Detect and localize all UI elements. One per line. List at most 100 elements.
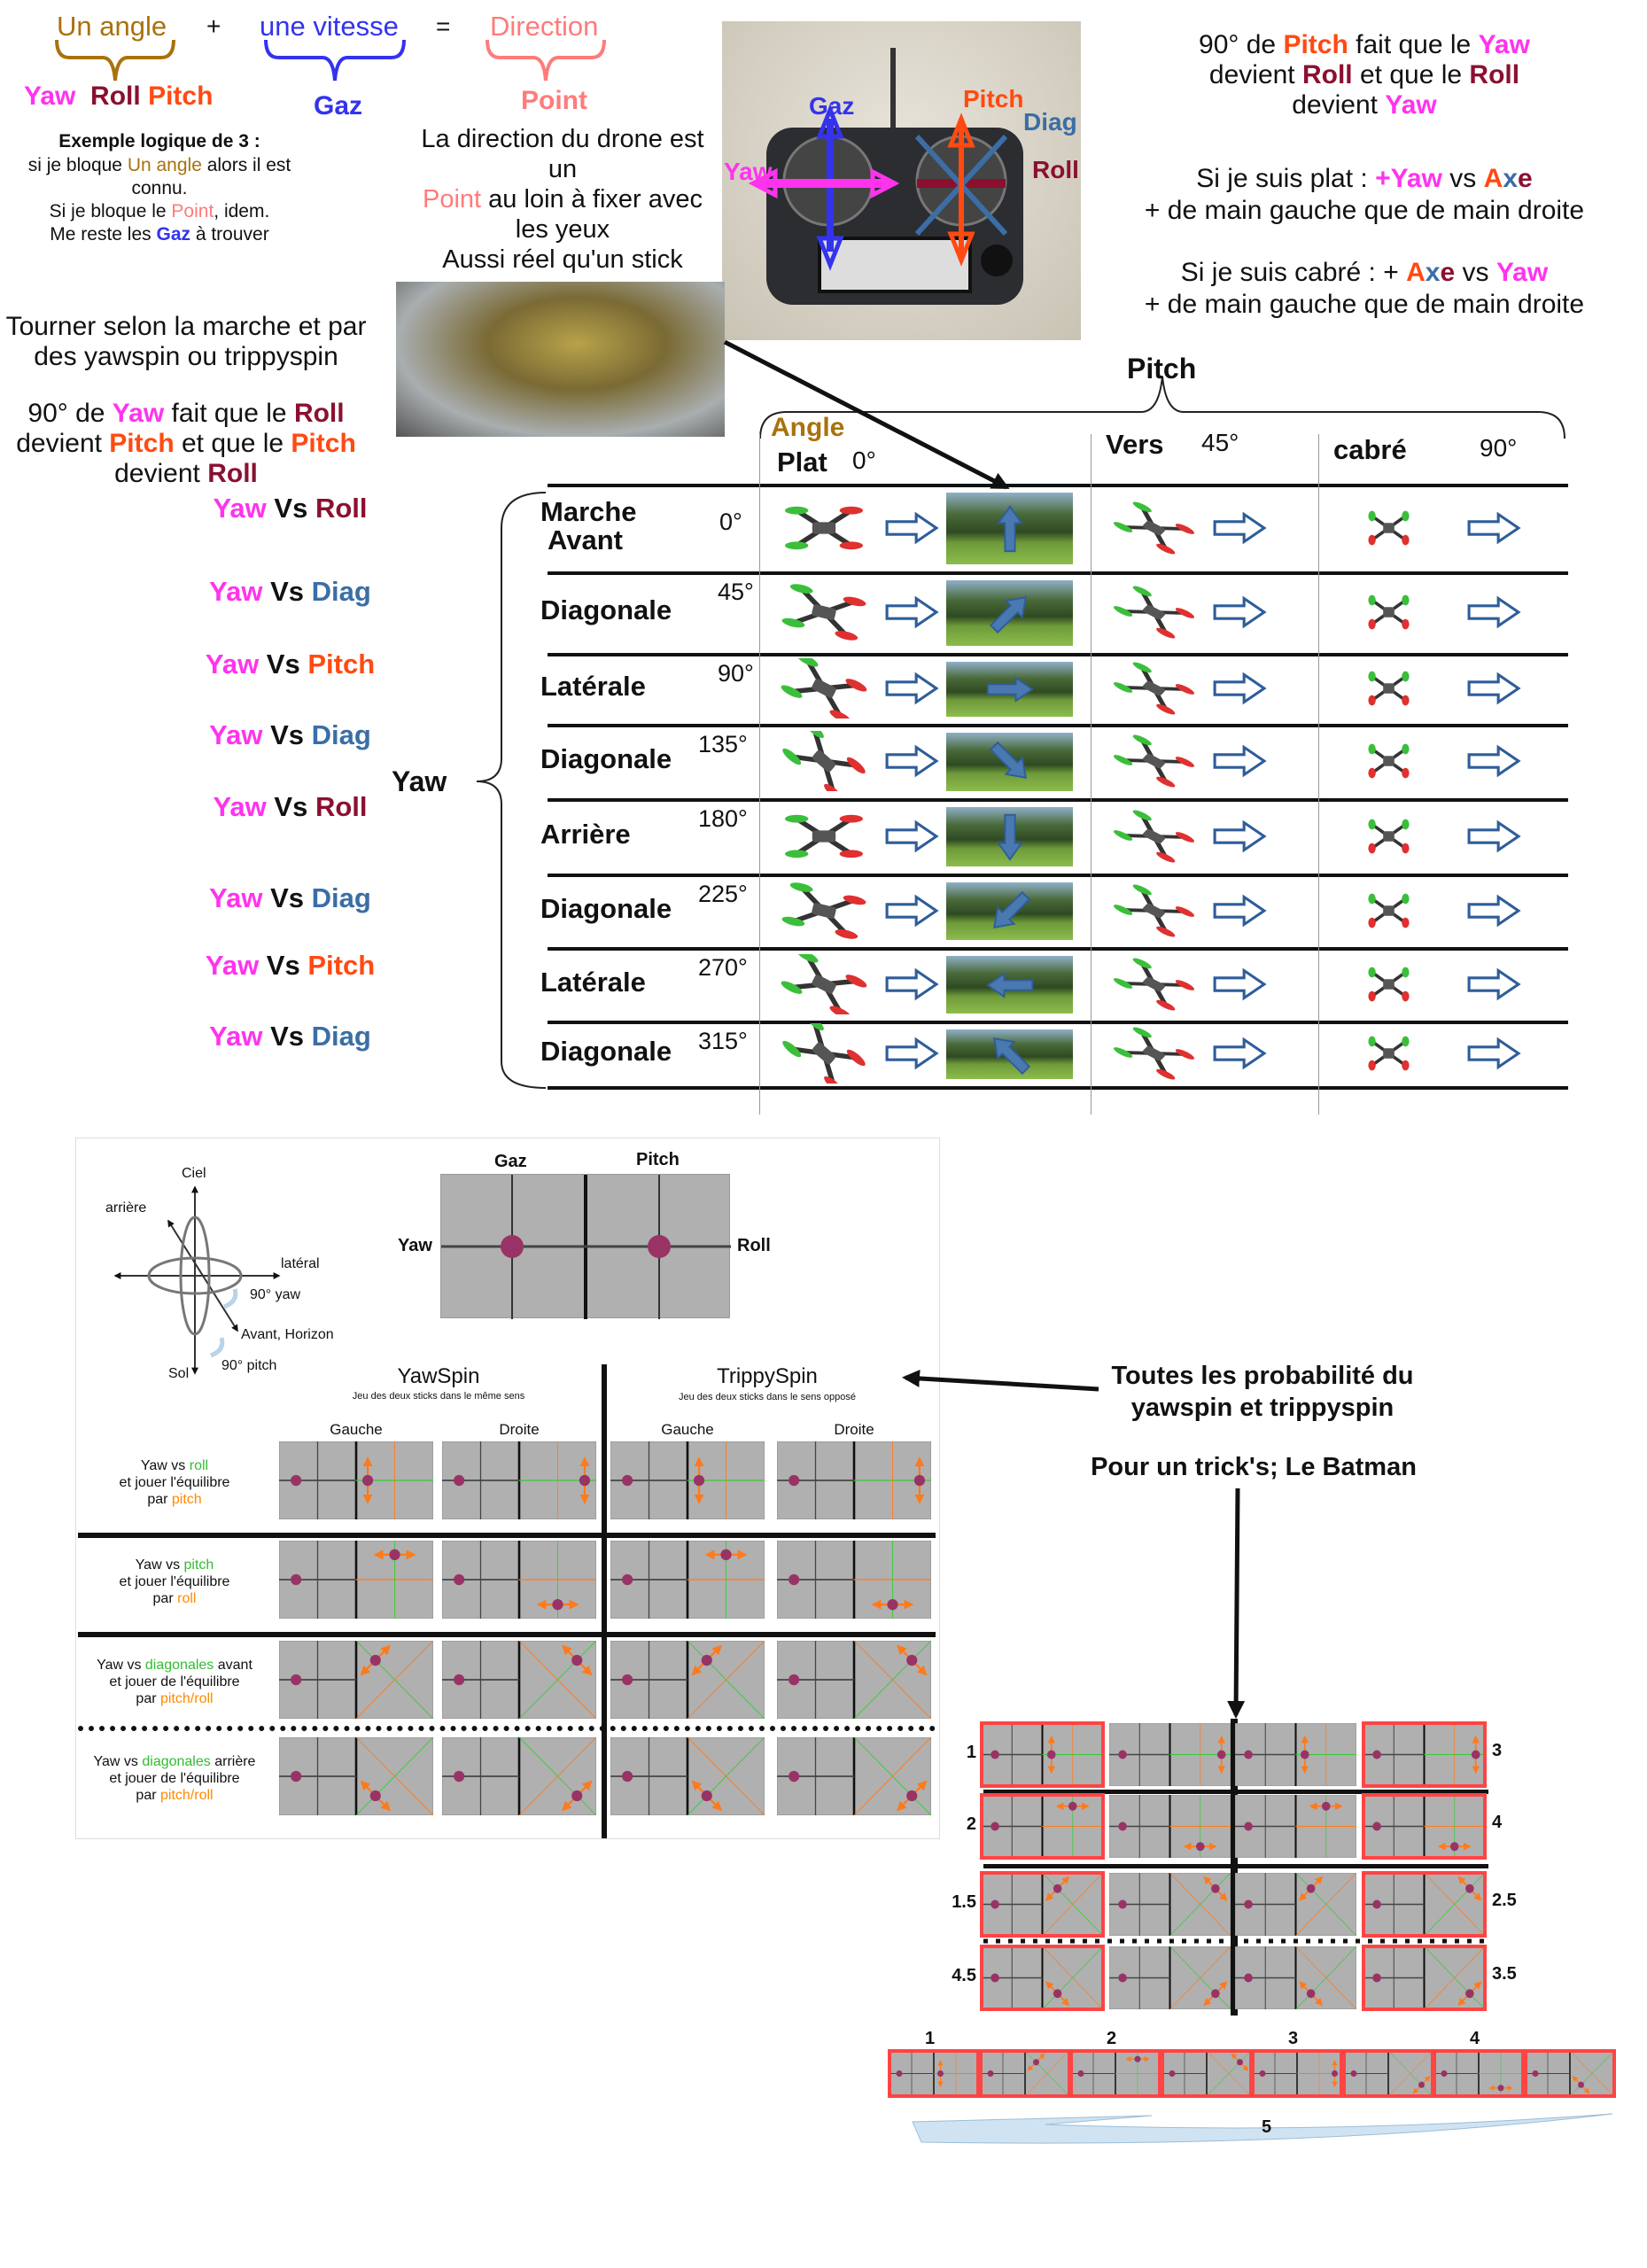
text-line: devient Pitch et que le Pitch: [0, 429, 372, 459]
text-line: et jouer l'équilibre: [82, 1474, 268, 1491]
direction-arrow-icon: [884, 1036, 939, 1071]
sequence-step-label: 2.5: [1492, 1891, 1517, 1910]
stick-label-gaz: Gaz: [494, 1152, 527, 1171]
left-stick-dot: [1244, 1973, 1253, 1983]
left-stick-dot: [1372, 1750, 1381, 1759]
text-segment: arrière: [210, 1754, 256, 1769]
yaw-vs-label: Yaw Vs Pitch: [177, 950, 403, 982]
table-decorations: [476, 339, 1565, 1089]
text-segment: Yaw: [93, 1754, 120, 1769]
left-stick-dot: [1532, 2070, 1538, 2078]
text-segment: 90° de: [27, 399, 113, 428]
axis-pitch90: 90° pitch: [221, 1358, 277, 1373]
right-stick-dot: [1465, 1989, 1474, 1999]
axis-ground: Sol: [168, 1366, 190, 1381]
row-label-line: Diagonale: [540, 594, 672, 625]
yaw-degrees: 135°: [698, 731, 748, 757]
left-stick-dot: [622, 1674, 633, 1686]
text-segment: Roll: [1301, 60, 1353, 89]
flat-rule-text: Si je suis plat : +Yaw vs Axe+ de main g…: [1112, 163, 1617, 227]
controller-image: Gaz Pitch Diag Yaw Roll: [722, 21, 1081, 340]
text-segment: devient: [114, 459, 208, 488]
text-segment: Diag: [311, 719, 371, 750]
drone-attitude-icon: [1107, 806, 1200, 866]
text-segment: e: [1440, 258, 1456, 287]
stick-position-diagram: [1108, 1872, 1231, 1937]
axes-diagram: [113, 1185, 281, 1375]
direction-arrow-icon: [1212, 743, 1267, 779]
right-stick-dot: [1577, 2081, 1584, 2088]
table-row-label: Diagonale: [540, 596, 672, 625]
direction-arrow-icon: [884, 743, 939, 779]
left-stick-dot: [991, 1973, 999, 1983]
direction-arrow-icon: [1466, 743, 1521, 779]
left-stick-dot: [454, 1573, 465, 1586]
yaw-brace-label: Yaw: [392, 765, 447, 797]
yawspin-subtitle: Jeu des deux sticks dans le même sens: [352, 1391, 525, 1402]
stick-label-roll: Roll: [737, 1236, 771, 1255]
stick-position-diagram: [278, 1441, 434, 1520]
right-stick-dot: [571, 1790, 583, 1802]
field-photo: [946, 882, 1073, 940]
text-line: les yeux: [403, 214, 722, 245]
drone-attitude-icon: [1107, 658, 1200, 718]
text-segment: connu.: [131, 178, 188, 198]
formula-pitch: Pitch: [148, 82, 214, 111]
right-stick-dot: [1134, 2055, 1141, 2062]
text-segment: Yaw: [209, 882, 263, 913]
yaw-degrees: 90°: [718, 660, 754, 687]
direction-arrow-icon: [884, 594, 939, 630]
formula: Un angle + une vitesse = Direction Yaw R…: [0, 0, 673, 124]
text-segment: et que le: [1352, 60, 1470, 89]
table-row-label: Diagonale: [540, 745, 672, 773]
stick-position-diagram: [980, 1793, 1105, 1860]
yaw-degrees: 45°: [718, 579, 754, 605]
direction-arrow-icon: [1212, 893, 1267, 928]
text-line: Si je suis cabré : + Axe vs Yaw: [1112, 257, 1617, 289]
text-segment: Vs: [266, 493, 315, 524]
text-segment: les yeux: [515, 215, 610, 244]
text-segment: Yaw: [140, 1458, 167, 1473]
formula-point: Point: [521, 86, 587, 115]
stick-position-diagram: [278, 1540, 434, 1619]
text-line: et jouer de l'équilibre: [82, 1770, 268, 1787]
sequence-step-label: 3.5: [1492, 1964, 1517, 1984]
left-stick-dot: [789, 1474, 800, 1487]
drone-attitude-icon: [775, 582, 873, 642]
text-segment: Vs: [266, 791, 315, 822]
text-segment: roll: [177, 1591, 197, 1606]
direction-arrow-icon: [1466, 893, 1521, 928]
controller-label-yaw: Yaw: [724, 158, 773, 185]
right-stick-dot: [1211, 1884, 1220, 1893]
table-row-divider: [548, 571, 1568, 575]
stick-position-diagram: [1362, 1793, 1487, 1860]
direction-arrow-icon: [1212, 819, 1267, 854]
text-segment: Tourner selon la marche et par: [5, 312, 367, 341]
left-stick-dot: [622, 1573, 633, 1586]
left-stick-dot: [1350, 2070, 1356, 2078]
text-segment: pitch: [171, 1492, 202, 1507]
stick-position-diagram: [776, 1540, 932, 1619]
right-stick-dot: [552, 1599, 563, 1611]
sequence-step-label: 4: [1470, 2029, 1480, 2048]
text-segment: 90° de: [1199, 30, 1284, 59]
yaw-direction-arrow-icon: [985, 970, 1035, 1000]
text-segment: Me reste les: [50, 224, 157, 245]
text-line: si je bloque Un angle alors il est: [0, 154, 319, 177]
text-segment: pitch/roll: [160, 1788, 214, 1803]
text-segment: + de main gauche que de main droite: [1144, 290, 1585, 319]
right-stick-dot: [1471, 1750, 1480, 1759]
left-stick-dot: [789, 1573, 800, 1586]
row-label-line: Diagonale: [540, 743, 672, 774]
row-divider-dotted: [78, 1726, 936, 1731]
text-line: et jouer de l'équilibre: [82, 1674, 268, 1690]
right-stick-dot: [1321, 1801, 1331, 1811]
right-stick-dot: [1053, 1884, 1062, 1893]
stick-position-diagram: [1069, 2049, 1161, 2098]
text-line: devient Roll et que le Roll: [1112, 60, 1617, 90]
row-divider: [78, 1533, 936, 1538]
yaw-direction-arrow-icon: [985, 674, 1035, 704]
stick-position-diagram: [980, 1945, 1105, 2011]
